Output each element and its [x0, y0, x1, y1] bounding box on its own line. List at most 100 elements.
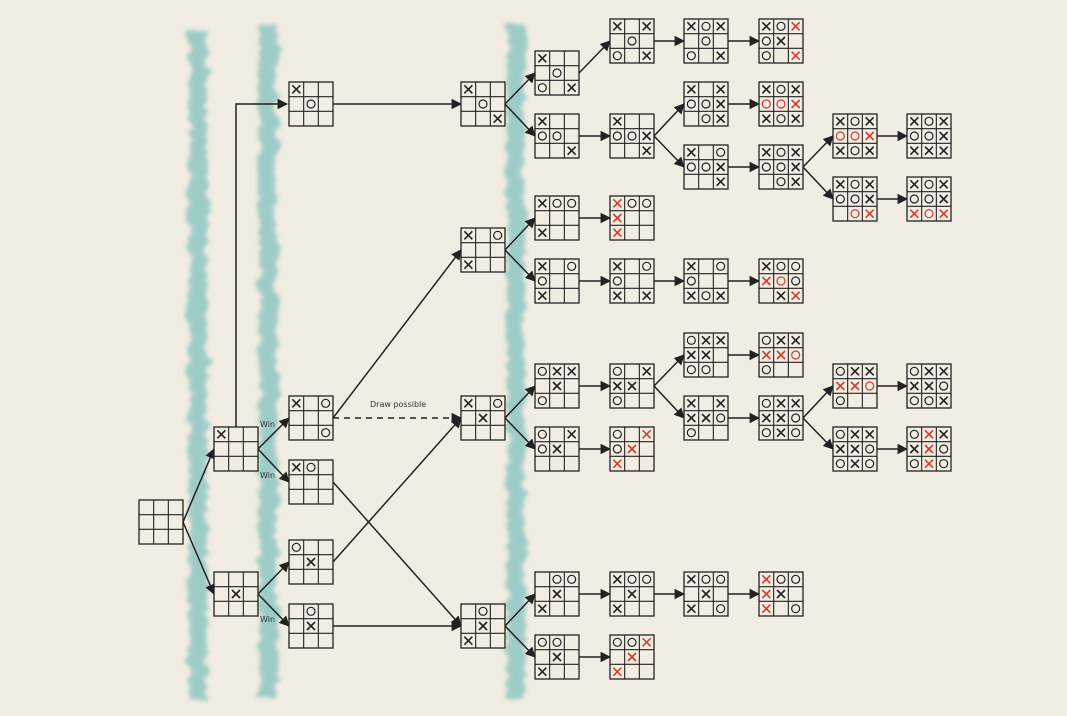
x-mark — [291, 84, 301, 94]
o-mark — [716, 147, 726, 157]
o-mark — [716, 261, 726, 271]
x-mark — [850, 366, 860, 376]
x-mark — [835, 179, 845, 189]
x-mark — [791, 291, 801, 301]
x-mark — [776, 398, 786, 408]
edge-arrow — [802, 417, 834, 450]
x-mark — [939, 429, 949, 439]
o-mark — [537, 429, 547, 439]
x-mark — [865, 116, 875, 126]
x-mark — [463, 398, 473, 408]
board-e7 — [534, 571, 580, 617]
x-mark — [612, 198, 622, 208]
board-j3 — [906, 363, 952, 409]
o-mark — [552, 198, 562, 208]
board-h2 — [758, 81, 804, 127]
board-f5 — [609, 363, 655, 409]
win-label-2: Win — [260, 471, 275, 480]
x-mark — [776, 350, 786, 360]
o-mark — [612, 366, 622, 376]
o-mark — [776, 99, 786, 109]
x-mark — [939, 131, 949, 141]
o-mark — [939, 444, 949, 454]
x-mark — [701, 335, 711, 345]
x-mark — [776, 291, 786, 301]
o-mark — [850, 194, 860, 204]
o-mark — [835, 459, 845, 469]
o-mark — [791, 574, 801, 584]
x-mark — [627, 589, 637, 599]
edge-arrow — [653, 385, 685, 419]
x-mark — [686, 413, 696, 423]
o-mark — [701, 99, 711, 109]
x-mark — [627, 444, 637, 454]
o-mark — [761, 335, 771, 345]
x-mark — [567, 146, 577, 156]
o-mark — [493, 398, 503, 408]
x-mark — [216, 429, 226, 439]
board-d4 — [460, 603, 506, 649]
o-mark — [850, 179, 860, 189]
edge-arrow — [504, 417, 536, 450]
o-mark — [776, 147, 786, 157]
x-mark — [291, 462, 301, 472]
x-mark — [306, 557, 316, 567]
x-mark — [627, 652, 637, 662]
edge-arrow — [332, 417, 462, 563]
x-mark — [612, 228, 622, 238]
x-mark — [924, 381, 934, 391]
edge-arrow — [504, 385, 536, 419]
o-mark — [835, 131, 845, 141]
x-mark — [791, 114, 801, 124]
edge-arrow — [653, 354, 685, 387]
o-mark — [701, 574, 711, 584]
x-mark — [537, 261, 547, 271]
x-mark — [909, 179, 919, 189]
x-mark — [537, 53, 547, 63]
o-mark — [924, 116, 934, 126]
board-i3 — [832, 363, 878, 409]
x-mark — [552, 444, 562, 454]
x-mark — [567, 429, 577, 439]
board-i1 — [832, 113, 878, 159]
board-h6 — [758, 395, 804, 441]
board-e5 — [534, 363, 580, 409]
o-mark — [776, 261, 786, 271]
x-mark — [865, 209, 875, 219]
x-mark — [552, 381, 562, 391]
x-mark — [478, 621, 488, 631]
o-mark — [686, 335, 696, 345]
edge-arrow — [802, 135, 834, 168]
o-mark — [686, 428, 696, 438]
x-mark — [306, 621, 316, 631]
x-mark — [939, 209, 949, 219]
o-mark — [701, 162, 711, 172]
x-mark — [612, 213, 622, 223]
board-f2 — [609, 113, 655, 159]
x-mark — [612, 261, 622, 271]
board-d1 — [460, 81, 506, 127]
x-mark — [642, 366, 652, 376]
o-mark — [924, 131, 934, 141]
x-mark — [761, 413, 771, 423]
o-mark — [850, 131, 860, 141]
x-mark — [686, 398, 696, 408]
x-mark — [850, 459, 860, 469]
board-j1 — [906, 113, 952, 159]
win-label-3: Win — [260, 615, 275, 624]
x-mark — [686, 291, 696, 301]
x-mark — [716, 398, 726, 408]
o-mark — [612, 637, 622, 647]
x-mark — [791, 84, 801, 94]
o-mark — [776, 177, 786, 187]
x-mark — [924, 459, 934, 469]
x-mark — [612, 574, 622, 584]
edge-arrow — [332, 481, 462, 627]
board-h1 — [758, 18, 804, 64]
x-mark — [686, 604, 696, 614]
board-b2 — [213, 571, 259, 617]
o-mark — [850, 116, 860, 126]
board-e2 — [534, 113, 580, 159]
o-mark — [761, 428, 771, 438]
x-mark — [537, 228, 547, 238]
